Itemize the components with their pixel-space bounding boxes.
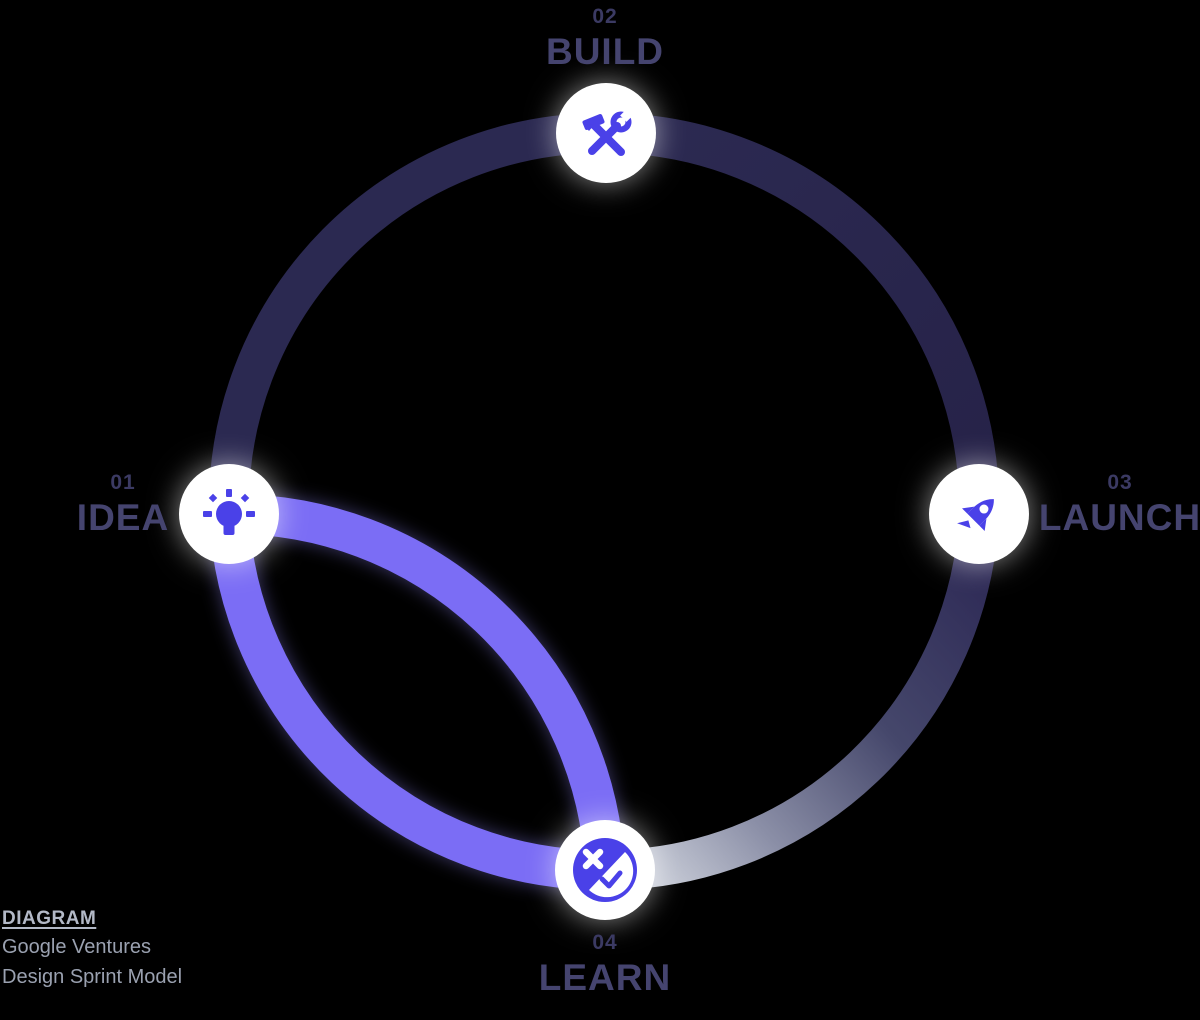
- caption-line2: Design Sprint Model: [2, 966, 183, 988]
- step-label-build: BUILD: [545, 31, 665, 72]
- step-block-learn: 04 LEARN: [455, 930, 755, 1000]
- tools-icon: [582, 109, 633, 156]
- step-label-idea: IDEA: [76, 497, 170, 538]
- arc-build-to-launch: [605, 113, 1000, 515]
- step-label-launch: LAUNCH: [1038, 497, 1200, 538]
- step-number-launch: 03: [1107, 471, 1133, 494]
- arc-learn-to-idea-inner: [228, 493, 625, 871]
- step-node-idea: [179, 464, 279, 564]
- test-result-icon: [573, 838, 637, 902]
- arc-idea-to-build: [208, 112, 607, 515]
- sprint-shortcut-loop: [209, 493, 625, 891]
- step-label-learn: LEARN: [538, 957, 672, 998]
- step-node-learn: [555, 820, 655, 920]
- step-block-build: 02 BUILD: [455, 4, 755, 74]
- step-number-idea: 01: [110, 471, 136, 494]
- step-number-learn: 04: [592, 931, 618, 954]
- step-node-launch: [929, 464, 1029, 564]
- step-block-idea: 01 IDEA: [44, 470, 202, 540]
- caption: DIAGRAM Google Ventures Design Sprint Mo…: [2, 906, 182, 992]
- step-node-build: [556, 83, 656, 183]
- step-number-build: 02: [592, 5, 618, 28]
- cycle-ring: [208, 112, 1000, 891]
- lightbulb-icon: [203, 489, 255, 535]
- rocket-icon: [957, 499, 994, 531]
- step-block-launch: 03 LAUNCH: [1032, 470, 1200, 540]
- arc-idea-to-learn-outer: [209, 513, 606, 891]
- caption-line1: Google Ventures: [2, 936, 151, 958]
- arc-launch-to-learn: [604, 513, 999, 891]
- caption-heading: DIAGRAM: [2, 908, 97, 929]
